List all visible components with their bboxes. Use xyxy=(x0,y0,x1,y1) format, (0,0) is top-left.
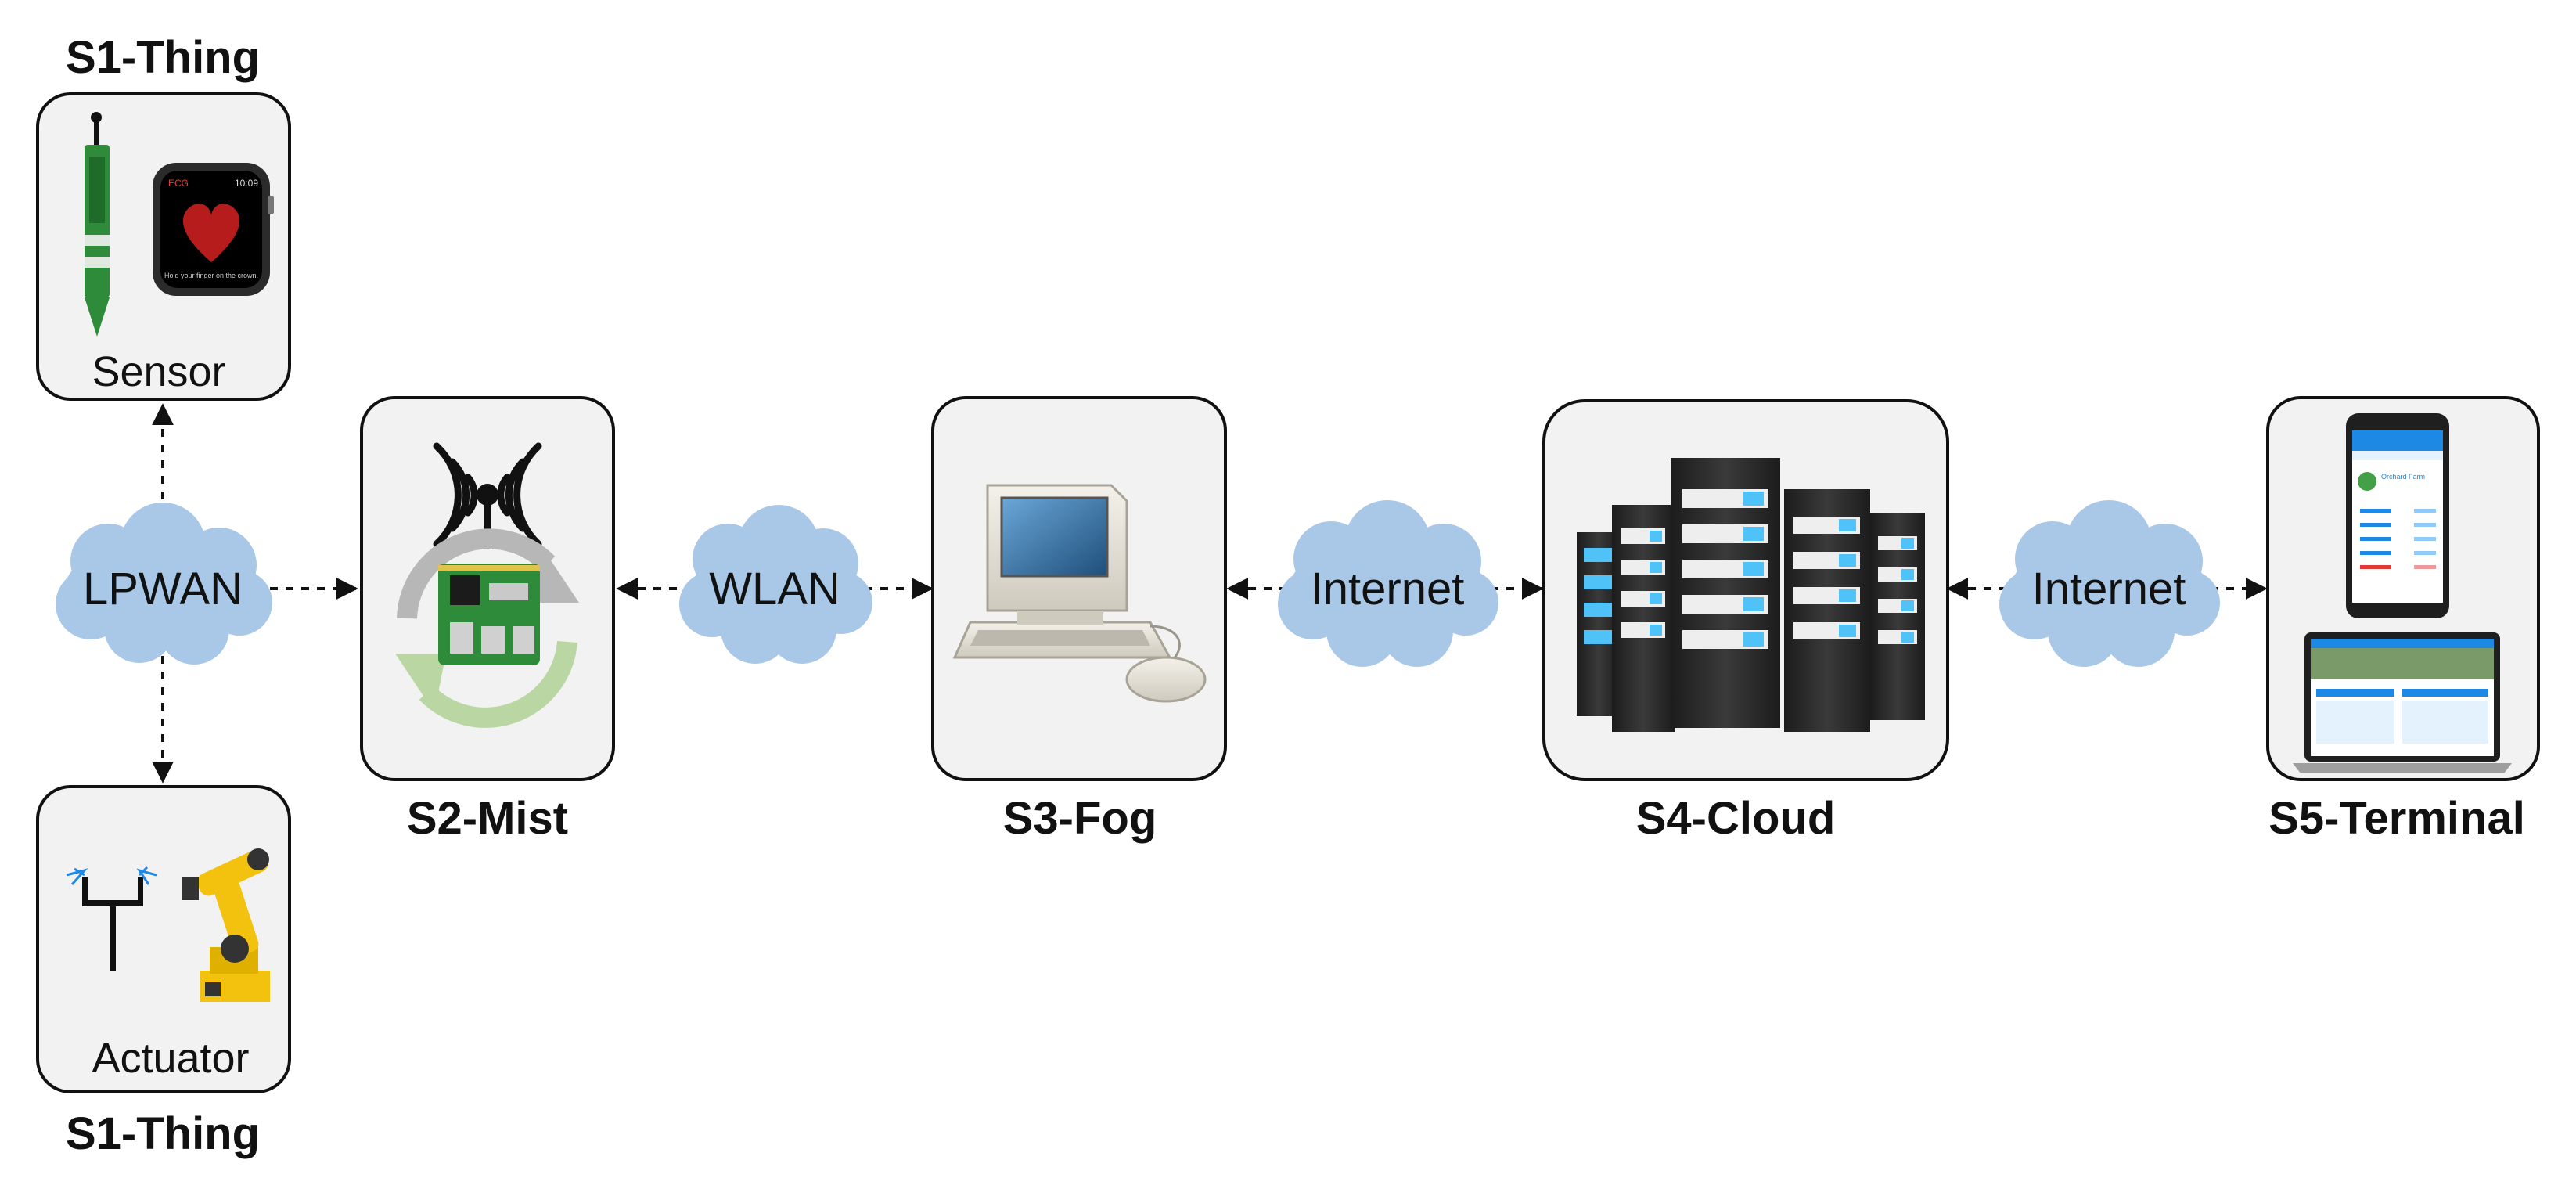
stage-label-s3: S3-Fog xyxy=(1003,793,1157,844)
cloud-label-wlan: WLAN xyxy=(709,564,840,614)
watch-time: 10:09 xyxy=(235,178,258,189)
connectors xyxy=(152,403,2268,784)
stage-label-s4: S4-Cloud xyxy=(1636,793,1836,844)
cloud-wlan: WLAN xyxy=(679,505,872,664)
stage-label-s5: S5-Terminal xyxy=(2268,793,2525,844)
cloud-lpwan: LPWAN xyxy=(56,503,272,665)
stage-label-s1-bottom: S1-Thing xyxy=(66,1108,260,1159)
phone-app-title: Orchard Farm xyxy=(2381,473,2425,481)
soil-sensor-icon xyxy=(85,112,110,337)
robot-arm-icon xyxy=(182,848,270,1002)
watch-app-label: ECG xyxy=(168,178,189,189)
actuator-caption: Actuator xyxy=(92,1035,249,1082)
smartphone-icon: Orchard Farm xyxy=(2346,413,2449,618)
watch-message: Hold your finger on the crown. xyxy=(164,272,258,279)
cloud-internet-cloud-terminal: Internet xyxy=(1999,500,2220,667)
wifi-antenna-icon xyxy=(433,442,542,548)
cloud-label-internet-1: Internet xyxy=(1311,564,1465,614)
stage-label-s2: S2-Mist xyxy=(407,793,568,844)
cloud-label-lpwan: LPWAN xyxy=(83,564,243,614)
mist-box xyxy=(360,396,615,781)
heart-icon xyxy=(182,204,240,262)
sprinkler-icon xyxy=(66,866,157,971)
terminal-box: Orchard Farm xyxy=(2266,396,2540,781)
sync-arrows-icon xyxy=(395,528,579,728)
desktop-computer-icon xyxy=(952,484,1207,703)
fog-box xyxy=(931,396,1227,781)
cloud-label-internet-2: Internet xyxy=(2032,564,2186,614)
stage-label-s1-top: S1-Thing xyxy=(66,32,260,83)
server-racks-icon xyxy=(1577,458,1925,732)
laptop-icon xyxy=(2293,632,2512,773)
cloud-box xyxy=(1542,399,1949,781)
actuator-box: Actuator xyxy=(36,785,291,1093)
cloud-internet-fog-cloud: Internet xyxy=(1278,500,1498,667)
sensor-box: ECG 10:09 Hold your finger on the crown.… xyxy=(36,92,291,401)
raspberry-pi-board-icon xyxy=(438,564,540,665)
sensor-caption: Sensor xyxy=(92,348,225,395)
smartwatch-icon: ECG 10:09 Hold your finger on the crown. xyxy=(153,163,274,296)
